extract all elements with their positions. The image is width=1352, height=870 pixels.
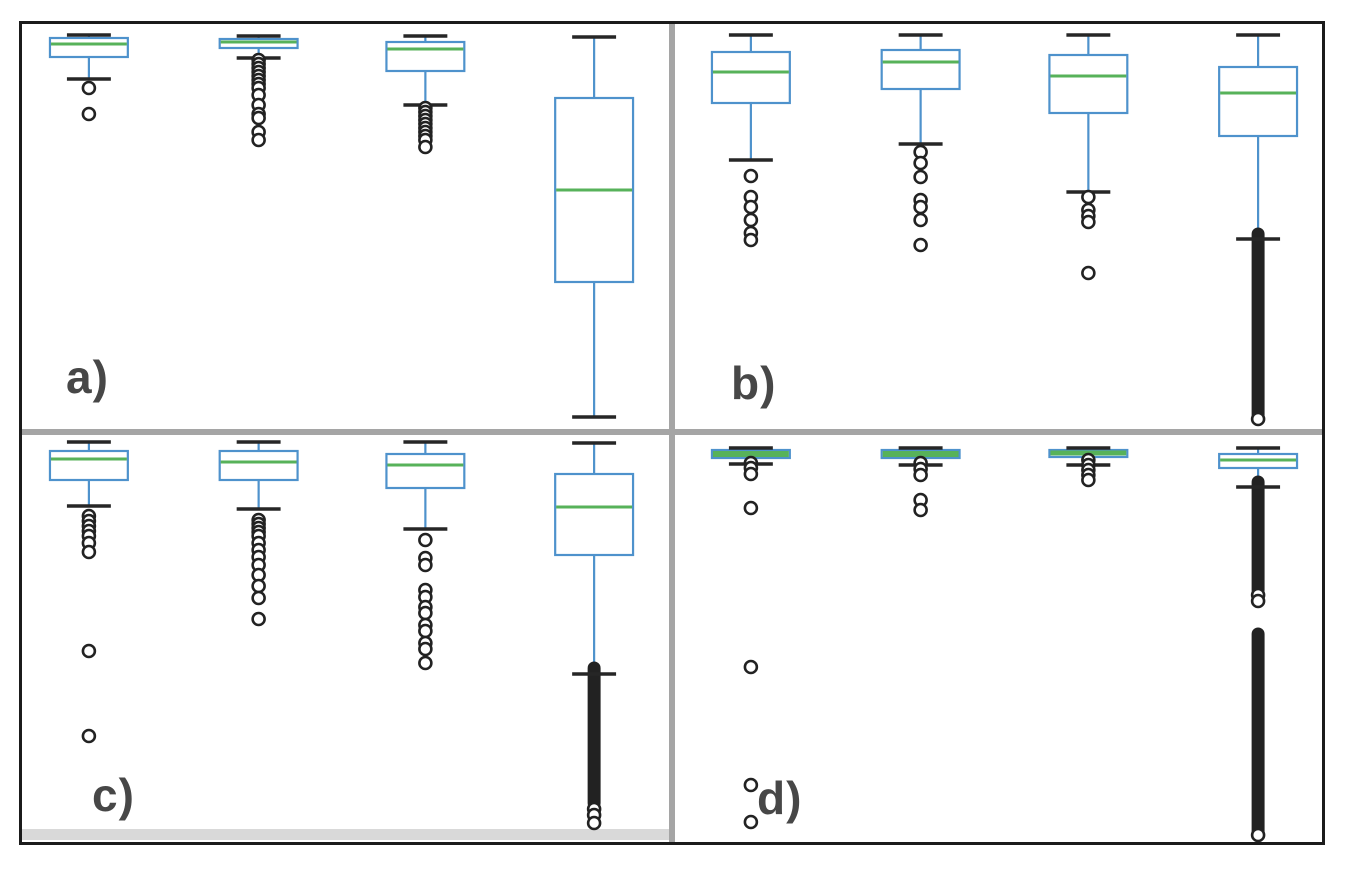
boxplot-canvas-a: [48, 33, 635, 419]
panel-a: a): [22, 24, 669, 429]
boxplot-canvas-d: [710, 446, 1299, 842]
panel-label-a: a): [66, 351, 109, 403]
panel-label-d: d): [757, 772, 803, 824]
panel-d: d): [675, 435, 1322, 842]
panel-label-b: b): [731, 357, 777, 409]
panel-c: c): [22, 435, 669, 842]
boxplot-canvas-c: [22, 440, 669, 840]
panel-b: b): [675, 24, 1322, 429]
boxplot-figure: a) b) c) d): [19, 21, 1325, 845]
panel-label-c: c): [92, 769, 135, 821]
boxplot-canvas-b: [710, 33, 1299, 427]
